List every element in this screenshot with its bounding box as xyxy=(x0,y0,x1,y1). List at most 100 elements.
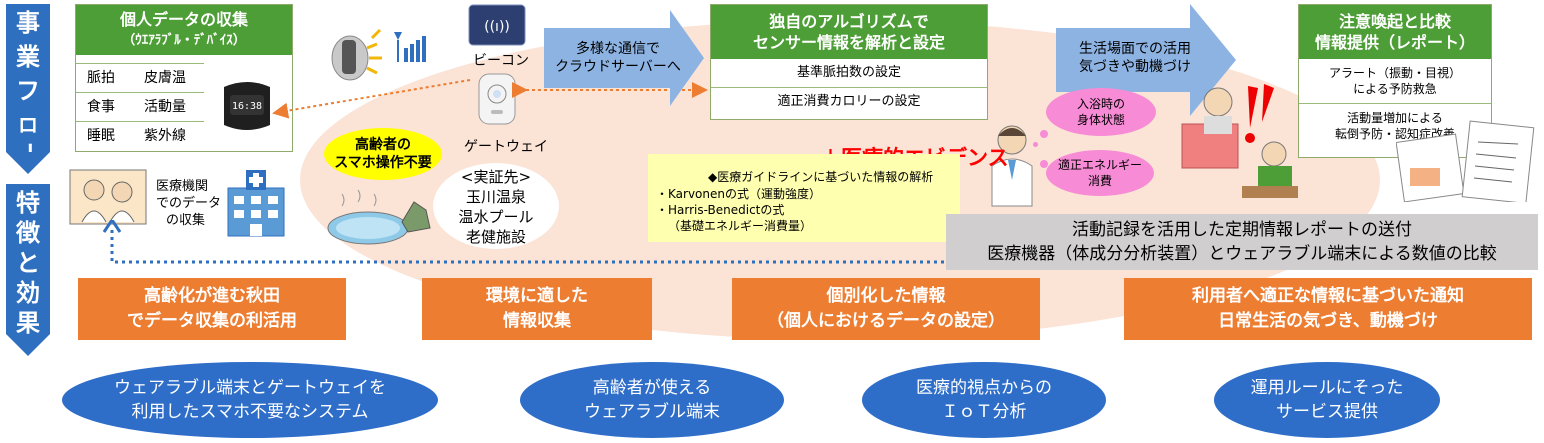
personal-data-header: 個人データの収集 （ｳｴｱﾗﾌﾞﾙ・ﾃﾞﾊﾞｲｽ） xyxy=(76,5,292,55)
regular-report-line: 活動記録を活用した定期情報レポートの送付 xyxy=(1072,220,1412,240)
regular-report-box: 活動記録を活用した定期情報レポートの送付 医療機器（体成分分析装置）とウェアラブ… xyxy=(946,214,1538,270)
report-title-line: 情報提供（レポート） xyxy=(1314,33,1475,52)
report-activity-row: 活動量増加による 転倒予防・認知症改善 xyxy=(1299,104,1491,148)
effect-line: ＩｏＴ分析 xyxy=(941,402,1027,422)
guideline-line: ・Karvonenの式（運動強度） xyxy=(656,187,821,201)
effect-line: 高齢者が使える xyxy=(592,378,712,398)
bath-cloud-line: 入浴時の xyxy=(1076,97,1125,111)
business-flow-arrow xyxy=(6,152,50,174)
feature-line: 個別化した情報 xyxy=(826,286,946,306)
thought-dot xyxy=(1033,142,1038,147)
algorithm-title-line: センサー情報を解析と設定 xyxy=(752,33,945,52)
features-char: 果 xyxy=(16,309,40,337)
business-flow-char: ロ xyxy=(18,113,38,137)
effect-line: 運用ルールにそった xyxy=(1250,378,1404,398)
guideline-lines: ・Karvonenの式（運動強度） ・Harris-Benedictの式 （基礎… xyxy=(656,186,821,234)
business-flow-char: フ xyxy=(16,77,40,105)
effect-line: ウェアラブル端末とゲートウェイを xyxy=(114,378,386,398)
elderly-alert-illustration xyxy=(1178,76,1298,206)
signal-device-icon xyxy=(322,18,442,88)
table-row: 食事 活動量 xyxy=(76,93,204,122)
hospital-icon xyxy=(222,168,290,238)
effect-oval-wearable: 高齢者が使える ウェアラブル端末 xyxy=(520,362,784,438)
report-alert-row: アラート（振動・目視） による予防救急 xyxy=(1299,59,1491,104)
effect-oval-no-smartphone: ウェアラブル端末とゲートウェイを 利用したスマホ不要なシステム xyxy=(62,362,438,438)
report-row-line: アラート（振動・目視） xyxy=(1328,66,1461,80)
table-cell: 皮膚温 xyxy=(144,70,186,86)
medical-staff-illustration xyxy=(68,168,148,226)
feature-box-data-utilization: 高齢化が進む秋田 でデータ収集の利活用 xyxy=(78,278,346,340)
table-cell: 食事 xyxy=(87,99,115,115)
arrow1-line: 多様な通信で xyxy=(576,41,660,57)
regular-report-line: 医療機器（体成分分析装置）とウェアラブル端末による数値の比較 xyxy=(987,244,1497,264)
thought-dot xyxy=(1040,160,1048,168)
report-box: 注意喚起と比較 情報提供（レポート） アラート（振動・目視） による予防救急 活… xyxy=(1298,4,1492,158)
feature-line: 日常生活の気づき、動機づけ xyxy=(1218,311,1438,331)
features-char: 徴 xyxy=(16,219,40,247)
effect-line: 利用したスマホ不要なシステム xyxy=(131,402,369,422)
test-site-item: 老健施設 xyxy=(465,228,526,246)
badge-line: 高齢者の xyxy=(355,137,411,153)
svg-text:16:38: 16:38 xyxy=(232,101,262,112)
medical-collection-line: でのデータ xyxy=(156,196,222,211)
business-flow-char: 事 xyxy=(16,9,40,37)
svg-text:((ı)): ((ı)) xyxy=(484,19,510,35)
cloud-server-arrow-head xyxy=(670,10,704,106)
feature-box-environment: 環境に適した 情報収集 xyxy=(422,278,652,340)
effect-oval-iot-analysis: 医療的視点からの ＩｏＴ分析 xyxy=(862,362,1106,438)
arrow1-line: クラウドサーバーへ xyxy=(555,59,681,75)
table-cell: 紫外線 xyxy=(144,128,186,144)
cloud-server-arrow xyxy=(544,28,670,88)
algorithm-row: 基準脈拍数の設定 xyxy=(711,59,987,88)
gateway-label: ゲートウェイ xyxy=(464,139,548,155)
features-effects-arrow xyxy=(6,334,50,356)
feature-line: でデータ収集の利活用 xyxy=(127,311,297,331)
feature-line: 高齢化が進む秋田 xyxy=(144,286,280,306)
test-site-text: <実証先> 玉川温泉 温水プール 老健施設 xyxy=(433,167,559,247)
algorithm-header: 独自のアルゴリズムで センサー情報を解析と設定 xyxy=(711,5,987,59)
guideline-title: ◆医療ガイドラインに基づいた情報の解析 xyxy=(708,170,934,184)
business-flow-tab: 事 業 フ ロ ー xyxy=(6,4,50,166)
effect-oval-service: 運用ルールにそった サービス提供 xyxy=(1214,362,1440,438)
beacon-label: ビーコン xyxy=(473,53,529,69)
daily-life-arrow-text: 生活場面での活用 気づきや動機づけ xyxy=(1060,40,1210,76)
arrow2-line: 生活場面での活用 xyxy=(1079,41,1191,57)
bath-cloud-line: 身体状態 xyxy=(1076,113,1125,127)
thought-dot xyxy=(1040,130,1048,138)
energy-consumption-cloud: 適正エネルギー 消費 xyxy=(1046,150,1154,196)
feature-box-personalized: 個別化した情報 （個人におけるデータの設定） xyxy=(732,278,1040,340)
guideline-line: ・Harris-Benedictの式 xyxy=(656,203,785,217)
feature-box-notification: 利用者へ適正な情報に基づいた通知 日常生活の気づき、動機づけ xyxy=(1124,278,1532,340)
feature-line: 情報収集 xyxy=(503,311,571,331)
report-row-line: 転倒予防・認知症改善 xyxy=(1334,127,1455,141)
effect-line: サービス提供 xyxy=(1276,402,1378,422)
energy-cloud-line: 消費 xyxy=(1087,174,1112,188)
personal-data-subtitle: （ｳｴｱﾗﾌﾞﾙ・ﾃﾞﾊﾞｲｽ） xyxy=(122,33,246,48)
business-flow-char: 業 xyxy=(16,43,40,71)
feedback-dotted-line xyxy=(102,220,944,264)
table-cell: 脈拍 xyxy=(87,70,115,86)
feature-line: （個人におけるデータの設定） xyxy=(767,311,1005,331)
features-char: 特 xyxy=(16,189,40,217)
daily-life-arrow xyxy=(1056,28,1190,92)
wristband-icon: 16:38 xyxy=(216,77,278,135)
test-site-title: <実証先> xyxy=(460,168,532,186)
medical-collection-line: 医療機関 xyxy=(156,179,209,194)
table-cell: 睡眠 xyxy=(87,128,115,144)
test-site-item: 玉川温泉 xyxy=(465,188,526,206)
features-effects-tab: 特 徴 と 効 果 xyxy=(6,184,50,337)
report-documents-icon xyxy=(1395,118,1536,204)
no-smartphone-badge: 高齢者の スマホ操作不要 xyxy=(324,128,442,180)
effect-line: ウェアラブル端末 xyxy=(584,402,720,422)
bath-condition-cloud: 入浴時の 身体状態 xyxy=(1046,88,1156,136)
medical-collection-line: の収集 xyxy=(166,213,206,228)
personal-data-table: 脈拍 皮膚温 食事 活動量 睡眠 紫外線 xyxy=(76,63,204,150)
algorithm-box: 独自のアルゴリズムで センサー情報を解析と設定 基準脈拍数の設定 適正消費カロリ… xyxy=(710,4,988,120)
table-row: 睡眠 紫外線 xyxy=(76,122,204,150)
features-char: と xyxy=(16,249,40,277)
guideline-box: ◆医療ガイドラインに基づいた情報の解析 ・Karvonenの式（運動強度） ・H… xyxy=(648,154,960,242)
algorithm-title-line: 独自のアルゴリズムで xyxy=(769,12,929,31)
report-title-line: 注意喚起と比較 xyxy=(1338,12,1451,31)
hot-spring-icon xyxy=(322,182,432,248)
algorithm-row: 適正消費カロリーの設定 xyxy=(777,94,921,109)
